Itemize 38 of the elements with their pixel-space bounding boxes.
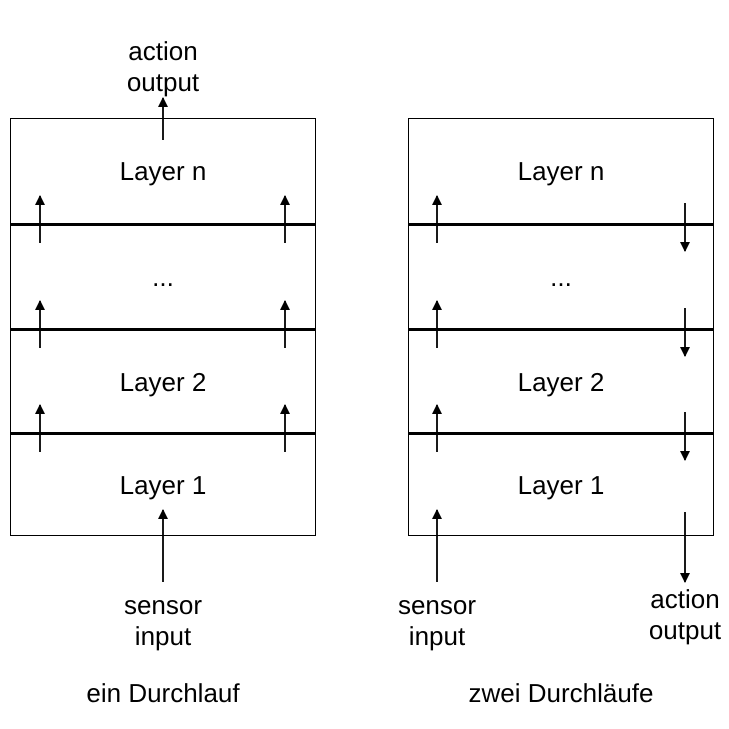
- caption: ein Durchlauf: [86, 678, 240, 709]
- arrow: [35, 195, 45, 243]
- arrow: [158, 97, 168, 140]
- layer-label: Layer 1: [518, 470, 604, 500]
- arrow: [158, 509, 168, 582]
- layer-label: ...: [152, 262, 174, 293]
- layer-band: [408, 328, 714, 434]
- io-label: action output: [103, 36, 223, 98]
- layer-band: [10, 432, 316, 536]
- layer-label: Layer n: [120, 156, 206, 187]
- arrow: [280, 195, 290, 243]
- arrow: [432, 404, 442, 452]
- arrow: [280, 404, 290, 452]
- layer-band: [10, 223, 316, 330]
- arrow: [432, 300, 442, 348]
- layer-band: [10, 118, 316, 225]
- layer-band: [408, 118, 714, 225]
- arrow: [432, 509, 442, 582]
- arrow: [280, 300, 290, 348]
- arrow: [680, 412, 690, 461]
- arrow: [680, 203, 690, 252]
- layer-label: ...: [550, 262, 572, 293]
- io-label: sensor input: [103, 590, 223, 652]
- arrow: [432, 195, 442, 243]
- arrow: [35, 404, 45, 452]
- caption: zwei Durchläufe: [468, 678, 654, 709]
- arrow: [680, 512, 690, 583]
- layer-band: [408, 223, 714, 330]
- io-label: action output: [625, 584, 729, 646]
- arrow: [35, 300, 45, 348]
- layer-label: Layer n: [518, 156, 604, 187]
- layer-band: [10, 328, 316, 434]
- layer-band: [408, 432, 714, 536]
- layer-label: Layer 1: [120, 470, 206, 500]
- layer-label: Layer 2: [518, 366, 604, 398]
- layer-label: Layer 2: [120, 366, 206, 398]
- arrow: [680, 308, 690, 357]
- io-label: sensor input: [377, 590, 497, 652]
